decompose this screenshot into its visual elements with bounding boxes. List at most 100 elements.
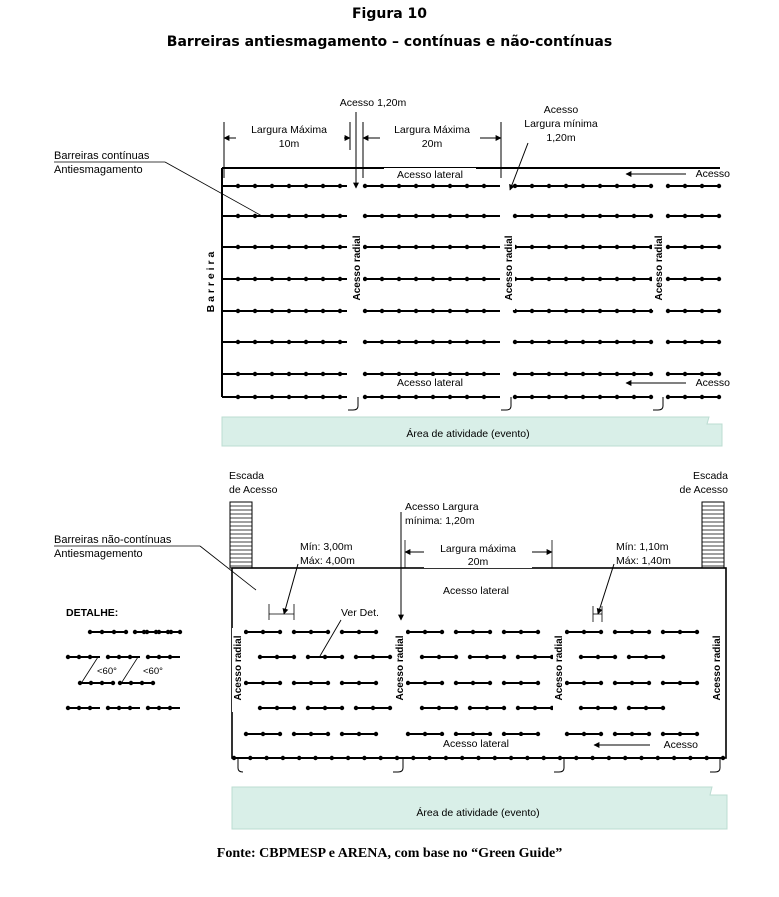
barrier-post [269,183,275,189]
barrier-post [277,731,283,737]
barrier-post [167,705,173,711]
barrier-post [337,213,343,219]
barrier-post [145,705,151,711]
barrier-post [598,680,604,686]
barrier-post [453,680,459,686]
barrier-post [716,371,722,377]
barrier-post [665,213,671,219]
barrier-post [453,705,459,711]
gate-swing [710,758,721,773]
barrier-post [370,705,376,711]
barrier-post [694,629,700,635]
barrier-post [699,308,705,314]
svg-text:Acesso radial: Acesso radial [504,235,515,300]
barrier-post [677,680,683,686]
barrier-post [660,705,666,711]
barrier-post [280,755,286,761]
barrier-post [612,654,618,660]
barrier-post [379,308,385,314]
barrier-post [153,629,159,635]
barrier-post [362,213,368,219]
barrier-post [320,276,326,282]
gate-swing [393,758,404,773]
barrier-post [65,654,71,660]
barrier-post [65,705,71,711]
bottom-access-right: Acesso [664,739,699,751]
barrier-post [303,183,309,189]
barrier-post [396,276,402,282]
svg-text:Acesso radial: Acesso radial [352,235,363,300]
barrier-post [439,629,445,635]
gate-swing [501,397,512,411]
source-note: Fonte: CBPMESP e ARENA, com base no “Gre… [216,846,563,861]
barrier-post [362,394,368,400]
barrier-post [581,680,587,686]
barrier-post [626,705,632,711]
bottom-activity-area [231,786,728,830]
barrier-post [682,244,688,250]
barrier-post [387,705,393,711]
see-detail-label: Ver Det. [341,607,379,619]
barrier-post [252,244,258,250]
barrier-post [487,680,493,686]
barrier-post [105,654,111,660]
barrier-post [598,629,604,635]
top-lateral-access-bottom: Acesso lateral [397,377,463,389]
barrier-post [439,731,445,737]
barrier-post [563,276,569,282]
bottom-radial-1: Acesso radial [232,628,244,712]
stair-right-label-1: Escada [693,470,728,482]
barrier-side-label: B a r r e i r a [205,251,217,312]
barrier-post [716,339,722,345]
barrier-post [467,654,473,660]
barrier-post [303,394,309,400]
barrier-post [546,276,552,282]
barrier-post [413,183,419,189]
svg-text:Acesso radial: Acesso radial [233,635,244,700]
barrier-post [405,731,411,737]
barrier-post [660,680,666,686]
barrier-post [595,705,601,711]
barrier-post [470,629,476,635]
bottom-width-20-label: Largura máxima [440,543,516,555]
barrier-post [580,394,586,400]
barrier-post [464,371,470,377]
barrier-post [177,629,183,635]
barrier-post [529,276,535,282]
barrier-post [694,731,700,737]
barrier-post [716,394,722,400]
stair-right [701,501,725,569]
barrier-post [291,629,297,635]
barrier-post [512,339,518,345]
barrier-post [563,308,569,314]
barrier-post [646,680,652,686]
barrier-post [325,731,331,737]
barrier-post [291,731,297,737]
barrier-post [87,654,93,660]
barrier-post [305,654,311,660]
min-max-right-leader [596,563,615,615]
barrier-post [243,629,249,635]
barrier-post [484,705,490,711]
barrier-post [286,213,292,219]
barrier-post [699,339,705,345]
barrier-post [648,183,654,189]
barrier-post [535,731,541,737]
barrier-post [501,654,507,660]
barrier-post [688,755,693,761]
barrier-post [720,755,726,761]
barrier-post [512,213,518,219]
barrier-post [243,680,249,686]
barrier-post [430,244,436,250]
barrier-post [362,371,368,377]
barrier-post [590,755,595,761]
barrier-post [353,654,359,660]
barrier-post [291,654,297,660]
barrier-post [453,629,459,635]
bottom-diagram: Escada de Acesso Escada de Acesso Barrei… [54,470,729,830]
barrier-post [614,213,620,219]
stair-right-label-2: de Acesso [680,484,729,496]
barrier-post [339,680,345,686]
barrier-post [308,629,314,635]
barrier-post [430,308,436,314]
